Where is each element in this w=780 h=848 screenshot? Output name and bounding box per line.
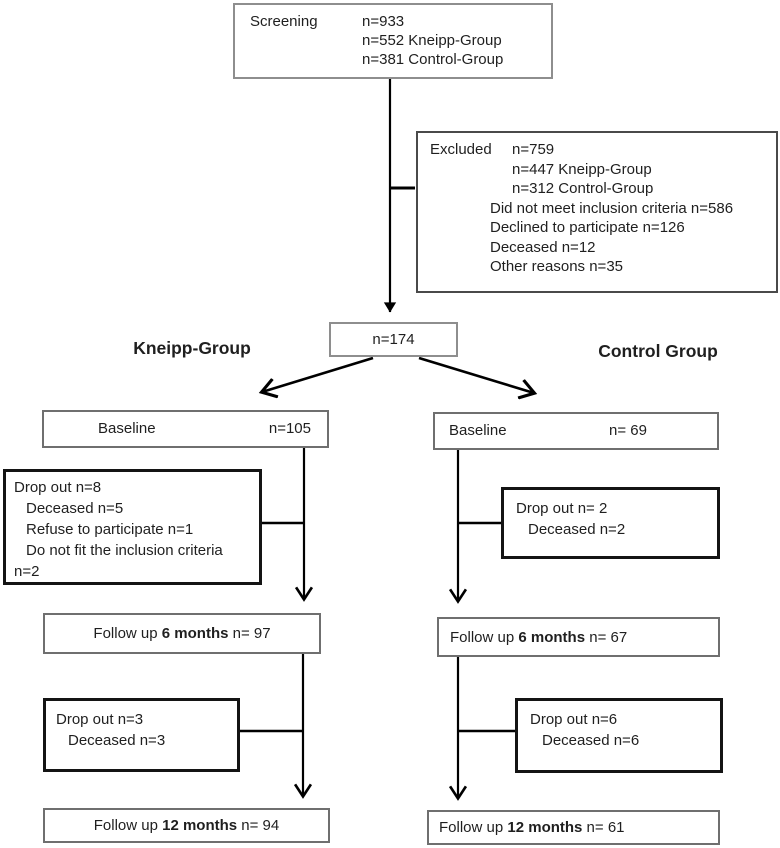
followup-count: n= 94 xyxy=(237,817,280,834)
control-followup-6m-box: Follow up 6 months n= 67 xyxy=(437,617,720,657)
followup-prefix: Follow up xyxy=(93,817,163,834)
excluded-reason: Deceased n=12 xyxy=(490,238,596,256)
dropout-line: Drop out n= 2 xyxy=(516,500,608,517)
dropout-line: Deceased n=2 xyxy=(528,521,626,538)
arrow-randomized-to-control xyxy=(418,356,534,393)
dropout-line: Drop out n=3 xyxy=(56,711,144,728)
screening-values: n=933 n=552 Kneipp-Group n=381 Control-G… xyxy=(362,12,503,77)
dropout-line: Deceased n=5 xyxy=(26,500,124,517)
excluded-reason: Did not meet inclusion criteria n=586 xyxy=(490,199,734,217)
followup-count: n= 97 xyxy=(228,625,271,642)
control-followup-12m-box: Follow up 12 months n= 61 xyxy=(427,810,720,845)
kneipp-followup-6m-box: Follow up 6 months n= 97 xyxy=(43,613,321,654)
kneipp-baseline-label: Baseline xyxy=(98,420,156,437)
dropout-line: n=2 xyxy=(14,563,40,580)
screening-kneipp-count: n=552 Kneipp-Group xyxy=(362,32,502,49)
excluded-control-count: n=312 Control-Group xyxy=(512,180,654,197)
screening-label: Screening xyxy=(250,13,318,30)
excluded-reason: Other reasons n=35 xyxy=(490,258,624,275)
followup-period: 12 months xyxy=(507,819,583,836)
randomized-box: n=174 xyxy=(329,322,458,357)
kneipp-followup-12m-box: Follow up 12 months n= 94 xyxy=(43,808,330,843)
arrow-randomized-to-kneipp xyxy=(262,356,374,392)
control-baseline-label: Baseline xyxy=(449,422,507,439)
dropout-line: Deceased n=3 xyxy=(68,732,166,749)
kneipp-group-header: Kneipp-Group xyxy=(133,338,251,358)
control-group-header: Control Group xyxy=(598,341,718,361)
followup-count: n= 67 xyxy=(585,629,628,646)
control-dropout-baseline-box: Drop out n= 2 Deceased n=2 xyxy=(501,487,720,559)
followup-prefix: Follow up xyxy=(450,629,519,646)
excluded-label: Excluded xyxy=(430,141,492,158)
excluded-box: Excluded n=759 n=447 Kneipp-Group n=312 … xyxy=(416,131,778,293)
followup-prefix: Follow up xyxy=(439,819,508,836)
screening-control-count: n=381 Control-Group xyxy=(362,51,504,68)
control-baseline-count: n= 69 xyxy=(609,422,647,439)
followup-period: 6 months xyxy=(161,625,229,642)
excluded-reason: Declined to participate n=126 xyxy=(490,219,685,236)
dropout-line: Drop out n=6 xyxy=(530,711,618,728)
screening-box: Screening n=933 n=552 Kneipp-Group n=381… xyxy=(233,3,553,79)
excluded-header-row: Excluded n=759 xyxy=(430,140,776,160)
followup-period: 6 months xyxy=(518,629,586,646)
kneipp-baseline-box: Baseline n=105 xyxy=(42,410,329,448)
followup-prefix: Follow up xyxy=(93,625,162,642)
dropout-line: Do not fit the inclusion criteria xyxy=(26,542,223,559)
dropout-line: Deceased n=6 xyxy=(542,732,640,749)
kneipp-baseline-count: n=105 xyxy=(268,420,311,437)
screening-total: n=933 xyxy=(362,13,405,30)
dropout-line: Drop out n=8 xyxy=(14,479,102,496)
dropout-line: Refuse to participate n=1 xyxy=(26,521,194,538)
excluded-total: n=759 xyxy=(512,141,555,158)
kneipp-dropout-baseline-box: Drop out n=8 Deceased n=5 Refuse to part… xyxy=(3,469,262,585)
followup-count: n= 61 xyxy=(582,819,625,836)
control-baseline-box: Baseline n= 69 xyxy=(433,412,719,450)
excluded-kneipp-count: n=447 Kneipp-Group xyxy=(512,160,652,178)
followup-period: 12 months xyxy=(162,817,238,834)
control-dropout-6m-box: Drop out n=6 Deceased n=6 xyxy=(515,698,723,773)
kneipp-dropout-6m-box: Drop out n=3 Deceased n=3 xyxy=(43,698,240,772)
